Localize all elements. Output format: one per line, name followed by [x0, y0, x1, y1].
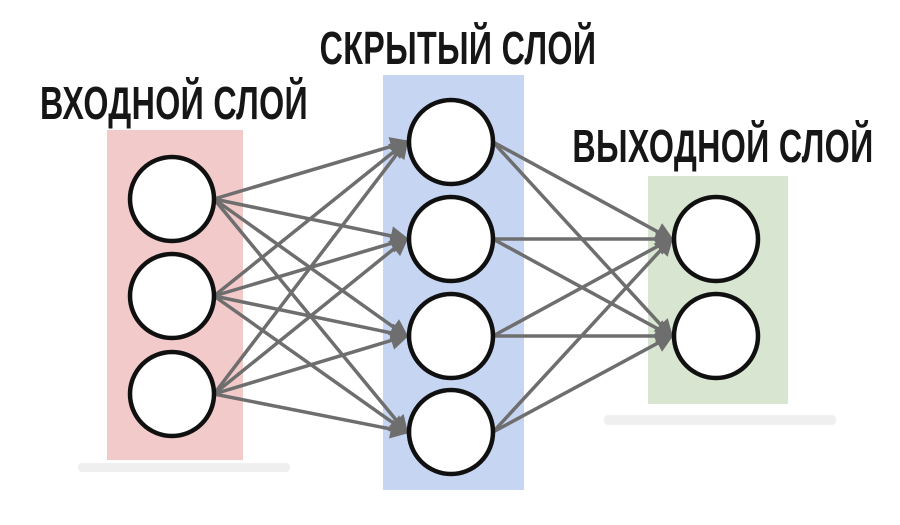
- connection-edge: [212, 236, 409, 396]
- hidden-layer-label: СКРЫТЫЙ СЛОЙ: [319, 22, 597, 74]
- input-neuron-node: [127, 251, 217, 341]
- connection-edge: [213, 392, 410, 439]
- connection-edge: [212, 138, 409, 396]
- hidden-neuron-node: [406, 387, 496, 477]
- output-neuron-node: [671, 291, 761, 381]
- output-neuron-node: [671, 194, 761, 284]
- connection-edges: [212, 137, 675, 439]
- hidden-neuron-node: [406, 194, 496, 284]
- connection-edge: [492, 237, 675, 338]
- connection-edge: [492, 140, 675, 241]
- connection-edge: [213, 331, 410, 396]
- connection-edge: [492, 334, 675, 434]
- input-neuron-node: [127, 349, 217, 439]
- watermark-strip: [78, 463, 290, 472]
- input-layer-label: ВХОДНОЙ СЛОЙ: [39, 77, 309, 129]
- watermark-strip: [604, 415, 836, 425]
- hidden-neuron-node: [406, 291, 496, 381]
- hidden-neuron-node: [406, 97, 496, 187]
- input-neuron-node: [127, 154, 217, 244]
- connection-edge: [212, 139, 410, 298]
- connection-edge: [491, 236, 674, 434]
- output-layer-label: ВЫХОДНОЙ СЛОЙ: [572, 120, 874, 172]
- connection-edge: [213, 137, 410, 201]
- neuron-nodes: [127, 97, 761, 477]
